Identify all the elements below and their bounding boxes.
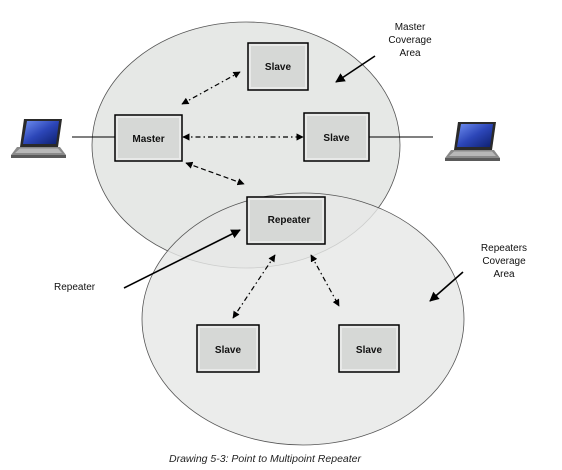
link-master-repeater <box>185 161 245 186</box>
master-coverage-line-3: Area <box>399 48 421 59</box>
slave-bottom-left-label: Slave <box>215 345 242 356</box>
link-master-slave-top <box>181 71 241 105</box>
master-coverage-annotation: Master Coverage Area <box>388 22 432 59</box>
repeaters-coverage-line-1: Repeaters <box>481 243 527 254</box>
repeaters-coverage-pointer <box>429 271 464 302</box>
repeaters-coverage-annotation: Repeaters Coverage Area <box>481 243 527 280</box>
slave-right-label: Slave <box>323 133 350 144</box>
master-coverage-line-1: Master <box>395 22 426 33</box>
link-repeater-slave-right <box>310 254 340 307</box>
master-label: Master <box>132 134 164 145</box>
repeater-pointer <box>123 229 241 289</box>
figure-caption: Drawing 5-3: Point to Multipoint Repeate… <box>169 453 362 465</box>
repeater-coverage-area <box>141 192 465 446</box>
node-master: Master <box>114 114 183 162</box>
laptop-icon <box>11 119 66 158</box>
repeaters-coverage-line-2: Coverage <box>482 256 526 267</box>
repeater-label: Repeater <box>268 215 311 226</box>
laptop-icon <box>445 122 500 161</box>
master-coverage-line-2: Coverage <box>388 35 432 46</box>
node-repeater: Repeater <box>246 196 326 245</box>
slave-bottom-right-label: Slave <box>356 345 383 356</box>
slave-top-label: Slave <box>265 62 292 73</box>
node-slave-right: Slave <box>303 112 370 162</box>
link-repeater-slave-left <box>232 254 276 319</box>
node-slave-top: Slave <box>247 42 309 91</box>
node-slave-bottom-right: Slave <box>338 324 400 373</box>
repeater-annotation: Repeater <box>54 282 96 293</box>
repeaters-coverage-line-3: Area <box>493 269 515 280</box>
master-coverage-pointer <box>335 55 376 83</box>
node-slave-bottom-left: Slave <box>196 324 260 373</box>
